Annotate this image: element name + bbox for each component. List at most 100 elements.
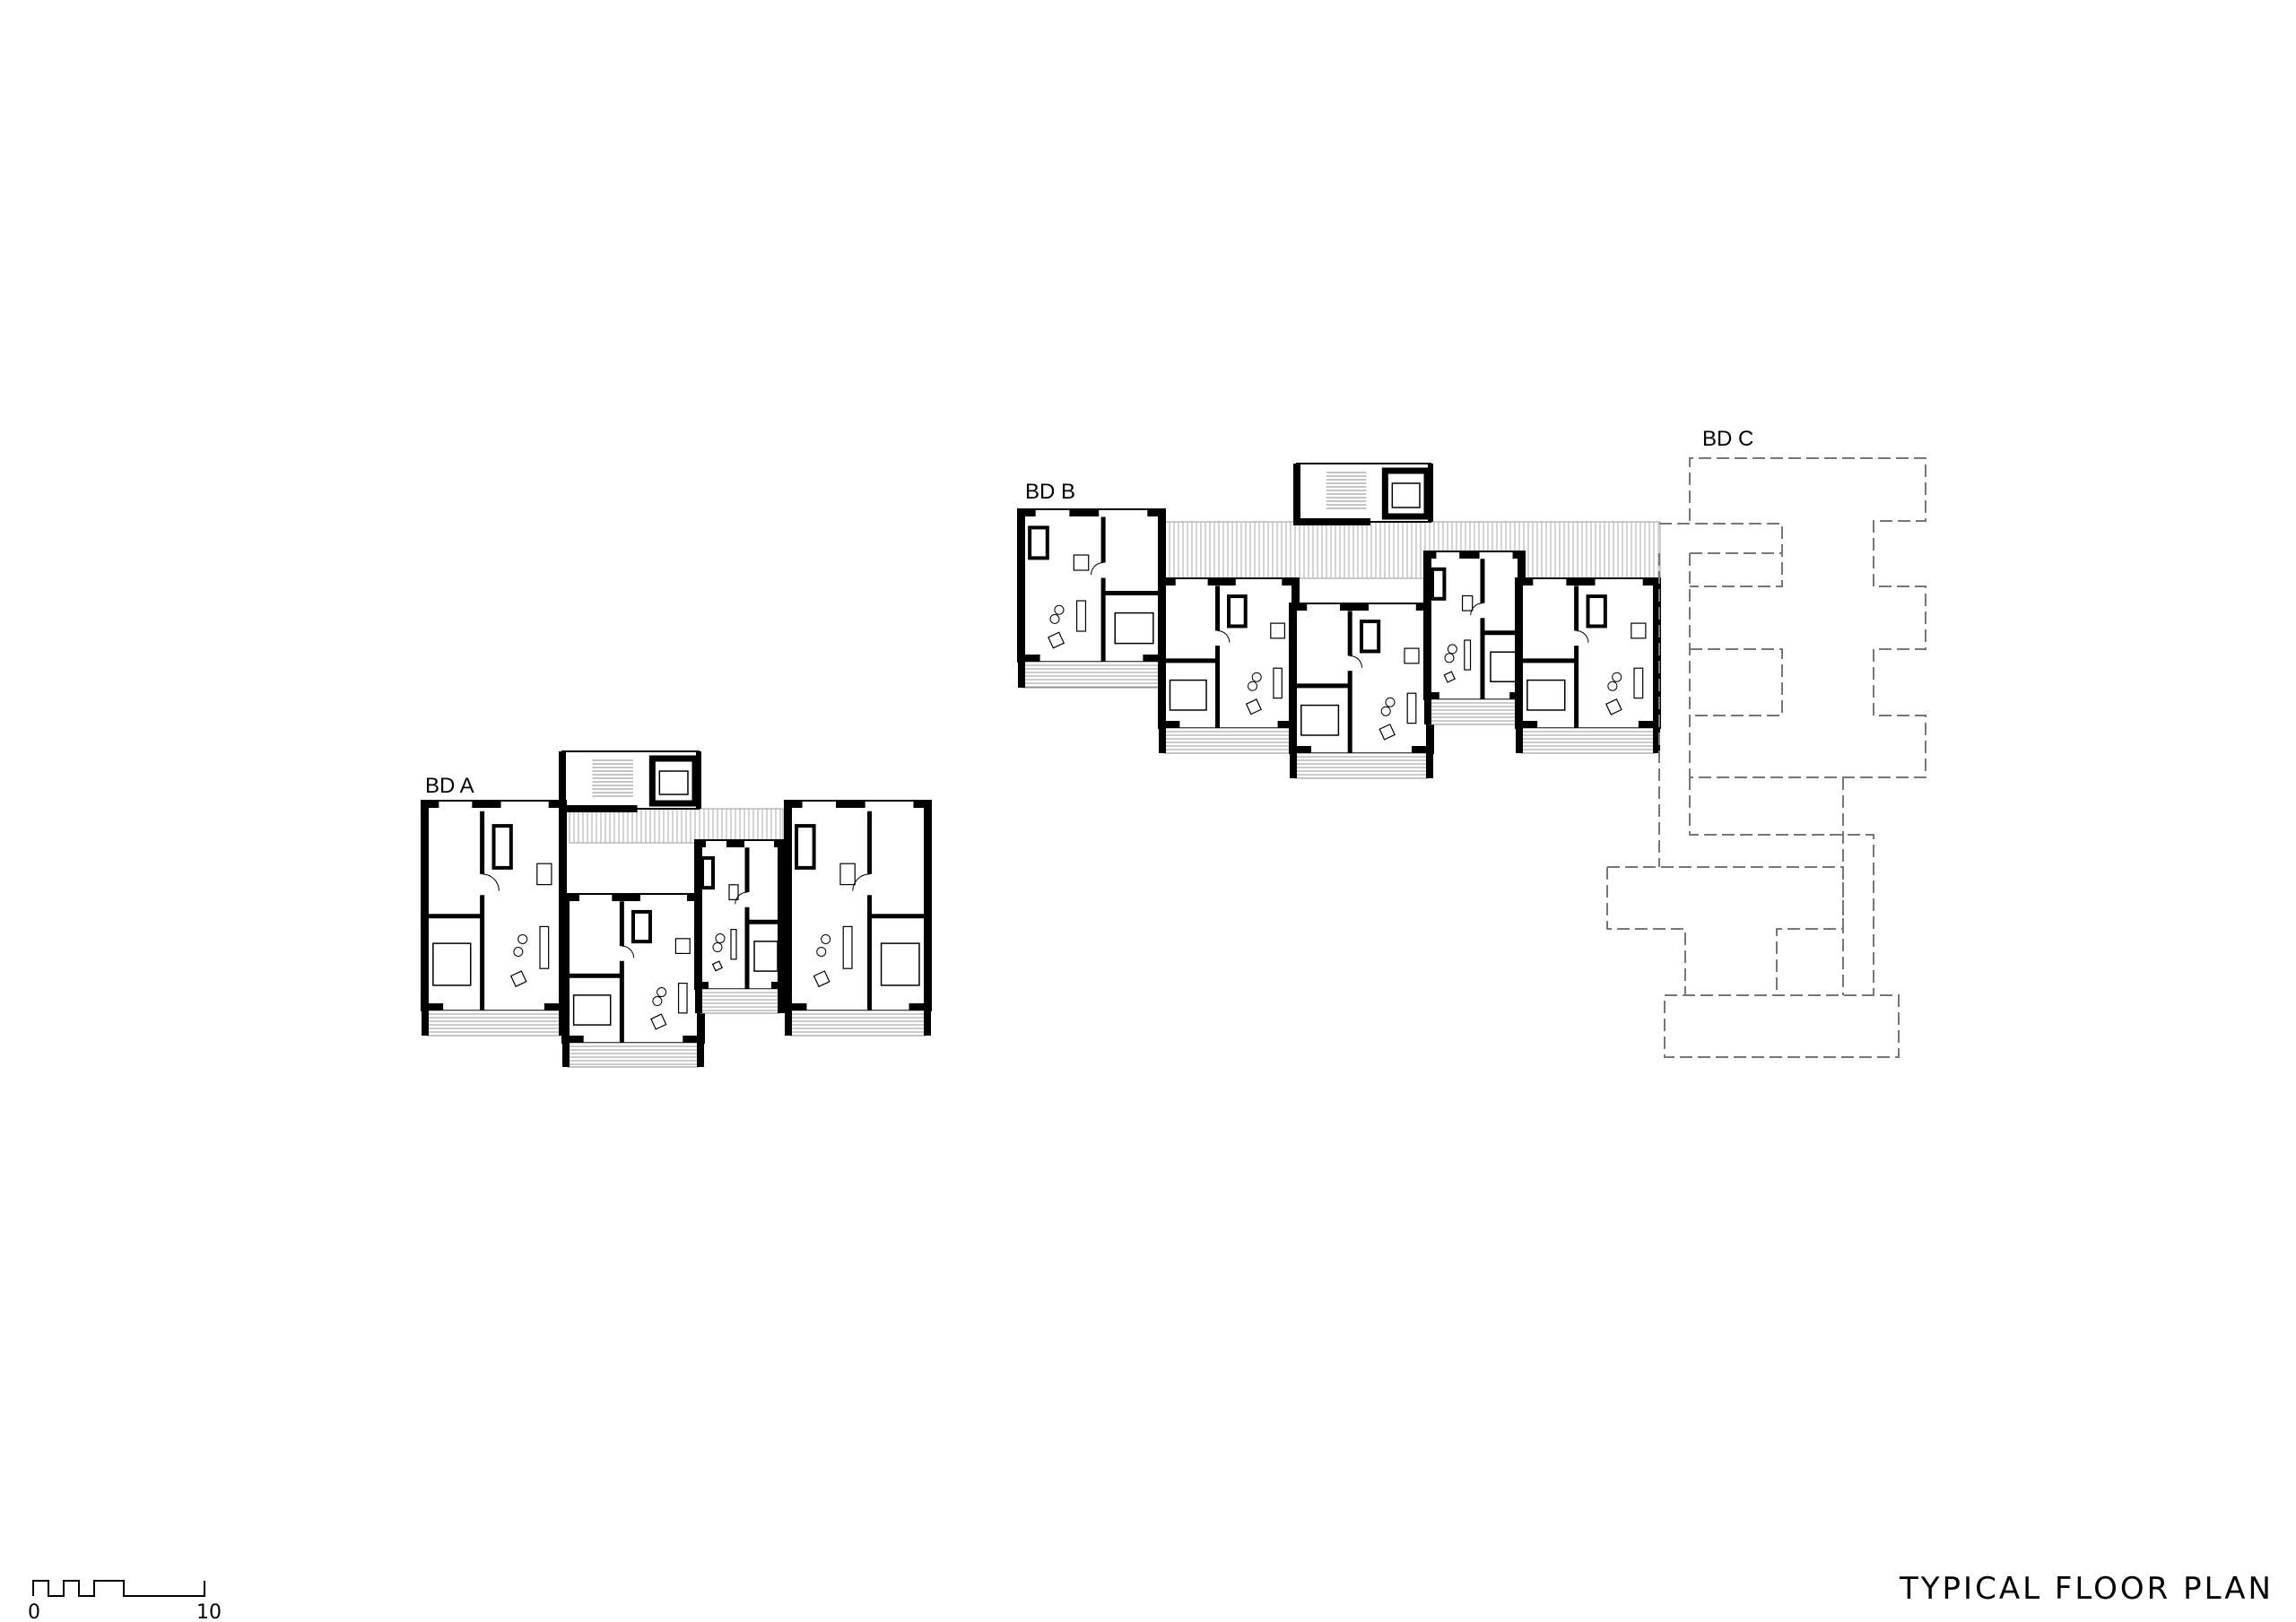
building-c-outline-segment (1659, 523, 1783, 587)
side-table (652, 996, 663, 1007)
side-table (821, 933, 831, 944)
bed (1526, 679, 1566, 711)
door-swing (1576, 629, 1589, 643)
building-label-bd-a: BD A (425, 774, 474, 798)
door-swing (1350, 655, 1363, 668)
bed (1300, 704, 1340, 736)
balcony-decking (700, 992, 779, 1011)
armchair (1605, 698, 1622, 716)
armchair (813, 970, 831, 988)
exterior-wall-segment (1424, 551, 1525, 699)
exterior-wall (785, 801, 931, 1036)
apartment-units (421, 508, 1661, 1068)
building-c-outline-segment (1606, 867, 1686, 995)
balcony-decking (790, 1013, 926, 1033)
door-swing (1091, 562, 1104, 576)
dining-table (1270, 622, 1286, 639)
balcony-decking (427, 1013, 561, 1033)
balcony-decking (1521, 731, 1655, 750)
dining-table (1461, 594, 1474, 612)
scale-bar-start-label: 0 (28, 1601, 40, 1622)
balcony-decking (1164, 731, 1293, 750)
corridor (1164, 521, 1661, 579)
balcony (1429, 698, 1520, 725)
dining-table (1404, 647, 1420, 664)
corridor-hatch-lines (573, 809, 781, 843)
bed (572, 994, 612, 1026)
bed (753, 941, 778, 972)
bed (1114, 612, 1154, 645)
stair-core (559, 750, 701, 812)
sofa (1406, 692, 1417, 724)
bathroom-wall (1028, 525, 1049, 560)
elevator-shaft (648, 755, 699, 807)
bed (1169, 679, 1207, 711)
elevator-car (658, 770, 689, 795)
sofa (842, 925, 853, 969)
balcony-decking (568, 1045, 699, 1065)
exterior-wall-segment (1159, 578, 1299, 728)
side-table (816, 946, 827, 957)
bathroom-wall (631, 909, 652, 944)
scale-bar: 0 10 (28, 1580, 222, 1622)
exterior-wall-segment (422, 801, 566, 1010)
bathroom-wall (1586, 594, 1607, 629)
side-table (1612, 672, 1622, 682)
building-c-outline-segment (1664, 994, 1900, 1058)
exterior-wall-segment (785, 801, 931, 1010)
balcony (1520, 727, 1656, 754)
balcony (1294, 752, 1429, 779)
apartment-unit (1158, 577, 1300, 754)
bed (432, 942, 472, 986)
apartment-unit (784, 800, 932, 1037)
side-table (1054, 604, 1065, 615)
door-swing (1217, 629, 1231, 643)
door-swing (1470, 603, 1483, 615)
building-c-outline-segment (1690, 648, 1783, 716)
apartment-unit (421, 800, 567, 1037)
side-table (1049, 613, 1060, 624)
stair-core-wall (1293, 464, 1370, 525)
stair-cores (559, 463, 1433, 812)
sofa (539, 925, 550, 969)
apartment-unit (1017, 508, 1166, 689)
side-table (657, 987, 667, 998)
side-table (715, 933, 726, 944)
bathroom-wall (700, 855, 715, 890)
balcony-decking (1023, 664, 1160, 688)
corridor-hatch-lines (1169, 522, 1659, 578)
unit-outline (1017, 508, 1166, 663)
sofa (1075, 600, 1087, 632)
unit-outline (784, 800, 932, 1011)
unit-outline (1423, 551, 1526, 700)
balcony-decking (1295, 756, 1428, 776)
elevator-car (1391, 482, 1421, 508)
building-c-dashed-outline (1606, 457, 1926, 1058)
door-swing (622, 945, 635, 958)
building-label-bd-c: BD C (1702, 427, 1753, 451)
side-table (1380, 706, 1391, 716)
armchair (711, 960, 723, 972)
side-table (1447, 644, 1457, 655)
bathroom-wall (795, 824, 816, 870)
exterior-wall-segment (1516, 578, 1660, 728)
door-swing (852, 873, 870, 891)
exterior-wall-segment (695, 840, 785, 989)
dining-table (839, 863, 856, 886)
side-table (1444, 653, 1455, 664)
bathroom-wall (491, 824, 513, 870)
bed (880, 942, 920, 986)
armchair (1245, 698, 1262, 716)
building-c-outline-segment (1689, 777, 1874, 995)
armchair (1048, 631, 1065, 649)
bathroom-wall (1360, 620, 1381, 654)
apartment-unit (1289, 603, 1434, 779)
apartment-unit (1423, 551, 1526, 725)
dining-table (1631, 622, 1647, 639)
armchair (1443, 671, 1456, 683)
door-swing (735, 891, 748, 905)
scale-bar-end-label: 10 (196, 1601, 222, 1622)
exterior-wall-segment (1018, 509, 1165, 662)
bathroom-wall (1430, 567, 1447, 601)
